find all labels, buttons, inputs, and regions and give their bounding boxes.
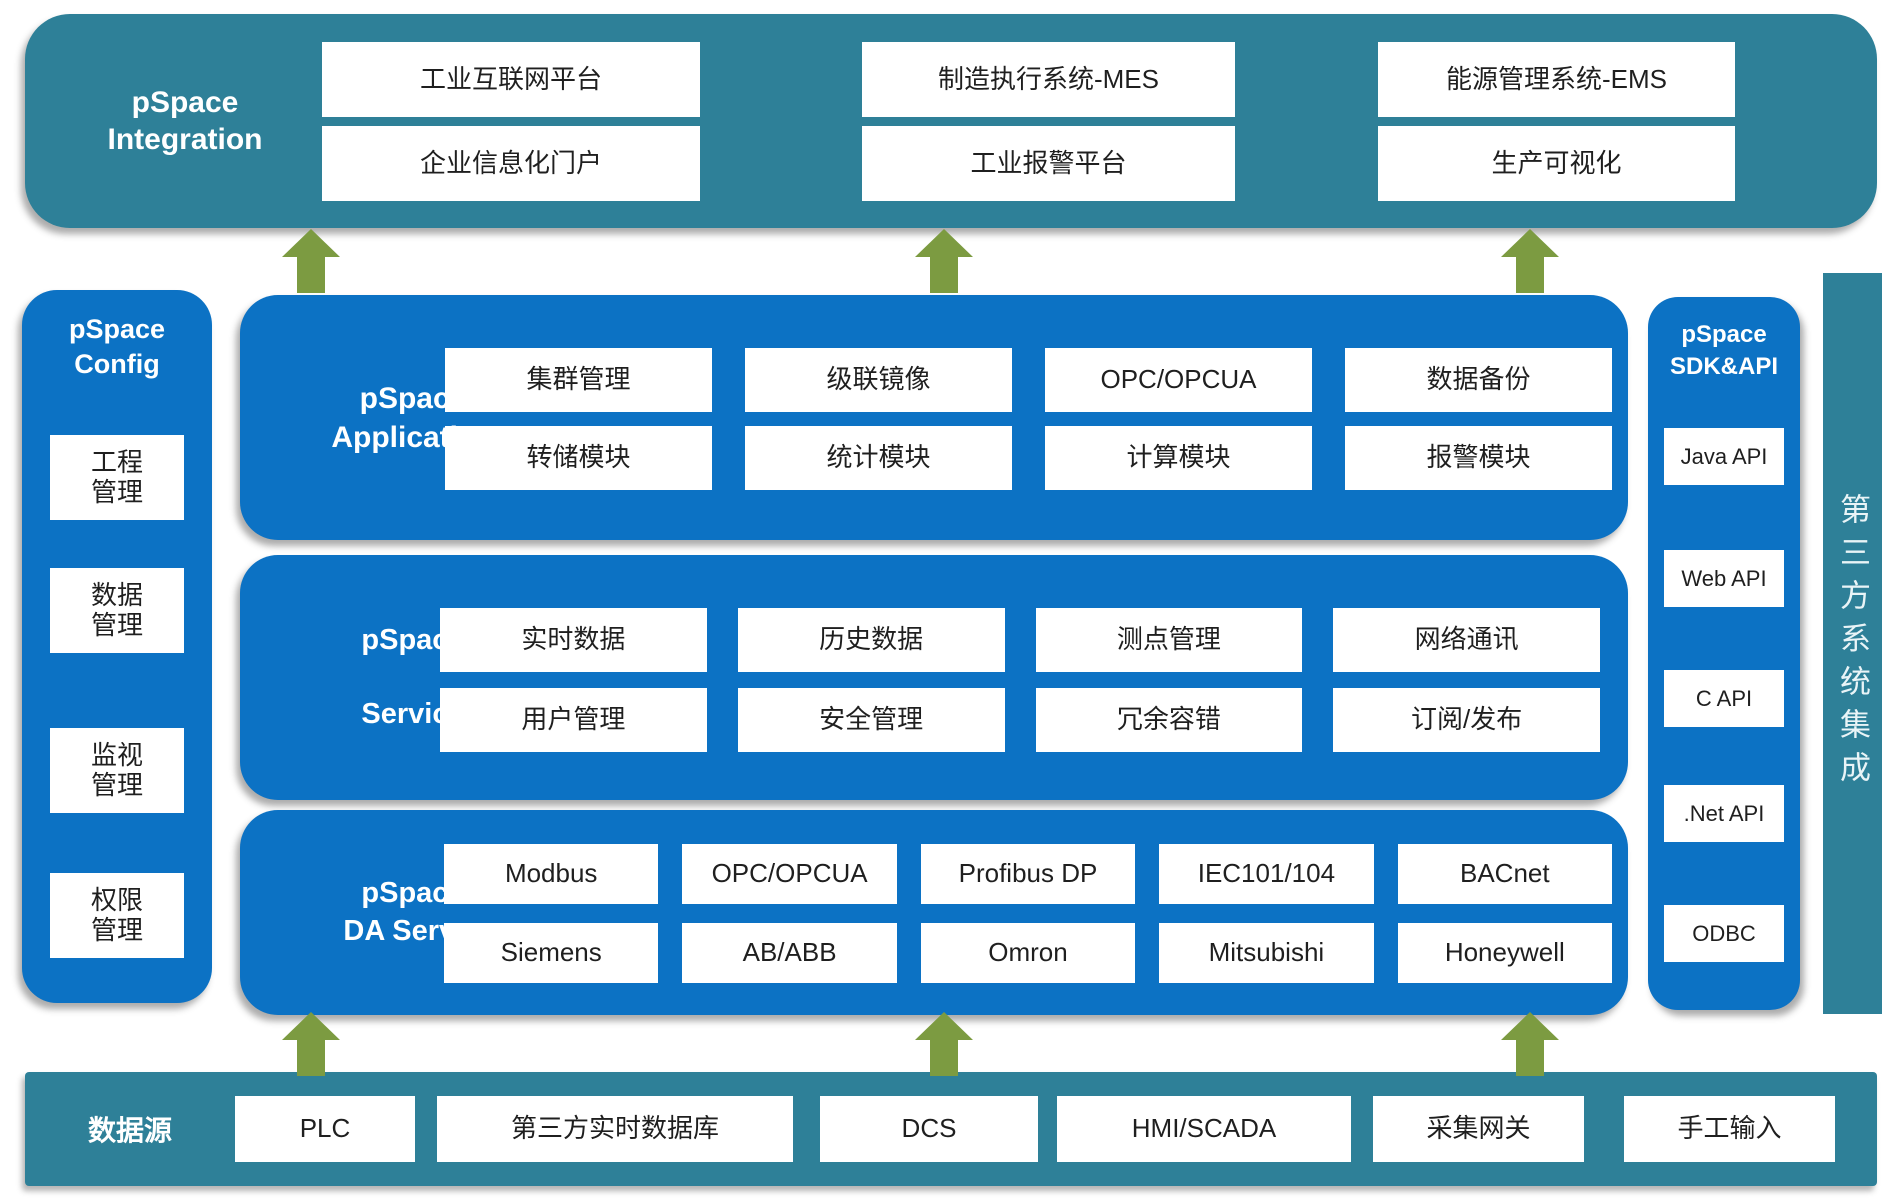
up-arrow-icon xyxy=(282,1012,340,1076)
da-box-bacnet: BACnet xyxy=(1397,844,1612,904)
up-arrow-icon xyxy=(915,1012,973,1076)
config-box-data-management: 数据 管理 xyxy=(50,568,184,653)
third-party-integration-bar: 第三方系统集成 xyxy=(1823,273,1882,1014)
da-box-opc: OPC/OPCUA xyxy=(682,844,897,904)
service-box-redundancy: 冗余容错 xyxy=(1035,688,1303,752)
third-party-integration-label: 第三方系统集成 xyxy=(1835,493,1870,794)
service-box-pub-sub: 订阅/发布 xyxy=(1333,688,1600,752)
config-section: pSpace Config 工程 管理 数据 管理 监视 管理 权限 管理 xyxy=(22,290,212,1003)
application-box-dump-module: 转储模块 xyxy=(445,426,712,490)
config-box-permission-management: 权限 管理 xyxy=(50,873,184,958)
da-box-modbus: Modbus xyxy=(444,844,659,904)
sdk-box-c-api: C API xyxy=(1664,670,1784,727)
service-box-security-management: 安全管理 xyxy=(737,688,1005,752)
sdk-box-odbc: ODBC xyxy=(1664,905,1784,962)
application-box-calc-module: 计算模块 xyxy=(1045,426,1312,490)
sdk-api-title: pSpace SDK&API xyxy=(1669,321,1778,381)
integration-box-alarm-platform: 工业报警平台 xyxy=(862,126,1235,201)
application-box-backup: 数据备份 xyxy=(1345,348,1612,412)
integration-box-enterprise-portal: 企业信息化门户 xyxy=(322,126,700,201)
service-box-user-management: 用户管理 xyxy=(440,688,707,752)
service-box-tag-management: 测点管理 xyxy=(1035,608,1303,672)
da-box-siemens: Siemens xyxy=(444,923,659,983)
integration-group-2: 制造执行系统-MES 工业报警平台 xyxy=(862,42,1235,210)
datasource-box-third-party-rtdb: 第三方实时数据库 xyxy=(437,1096,793,1162)
datasource-box-gateway: 采集网关 xyxy=(1373,1096,1584,1162)
da-box-iec: IEC101/104 xyxy=(1159,844,1374,904)
da-server-section: pSpace DA Server Modbus OPC/OPCUA Profib… xyxy=(240,810,1628,1015)
da-box-profibus: Profibus DP xyxy=(920,844,1136,904)
application-grid: 集群管理 级联镜像 OPC/OPCUA 数据备份 转储模块 统计模块 计算模块 … xyxy=(445,348,1612,490)
service-box-realtime-data: 实时数据 xyxy=(440,608,707,672)
integration-section: pSpace Integration 工业互联网平台 企业信息化门户 制造执行系… xyxy=(25,14,1877,228)
datasource-section: 数据源 PLC 第三方实时数据库 DCS HMI/SCADA 采集网关 手工输入 xyxy=(25,1072,1877,1186)
da-server-grid: Modbus OPC/OPCUA Profibus DP IEC101/104 … xyxy=(444,844,1612,983)
integration-box-industrial-internet: 工业互联网平台 xyxy=(322,42,700,117)
sdk-box-net-api: .Net API xyxy=(1664,785,1784,842)
application-box-cluster: 集群管理 xyxy=(445,348,712,412)
da-box-omron: Omron xyxy=(920,923,1136,983)
config-box-project-management: 工程 管理 xyxy=(50,435,184,520)
da-box-ab-abb: AB/ABB xyxy=(682,923,897,983)
application-box-statistics-module: 统计模块 xyxy=(745,426,1012,490)
da-server-title: pSpace DA Server xyxy=(343,876,483,947)
da-box-honeywell: Honeywell xyxy=(1397,923,1612,983)
config-title: pSpace Config xyxy=(68,314,166,380)
datasource-box-dcs: DCS xyxy=(820,1096,1038,1162)
datasource-box-manual-input: 手工输入 xyxy=(1624,1096,1835,1162)
service-section: pSpace Service 实时数据 历史数据 测点管理 网络通讯 用户管理 … xyxy=(240,555,1628,800)
config-box-monitor-management: 监视 管理 xyxy=(50,728,184,813)
datasource-box-hmi-scada: HMI/SCADA xyxy=(1057,1096,1351,1162)
da-box-mitsubishi: Mitsubishi xyxy=(1159,923,1374,983)
sdk-api-section: pSpace SDK&API Java API Web API C API .N… xyxy=(1648,297,1800,1010)
integration-group-1: 工业互联网平台 企业信息化门户 xyxy=(322,42,700,210)
up-arrow-icon xyxy=(1501,1012,1559,1076)
integration-box-production-visualization: 生产可视化 xyxy=(1378,126,1735,201)
integration-title: pSpace Integration xyxy=(107,85,263,157)
sdk-box-java-api: Java API xyxy=(1664,428,1784,485)
datasource-title: 数据源 xyxy=(87,1115,172,1146)
up-arrow-icon xyxy=(915,229,973,293)
application-box-alarm-module: 报警模块 xyxy=(1345,426,1612,490)
service-box-network-comm: 网络通讯 xyxy=(1333,608,1600,672)
service-grid: 实时数据 历史数据 测点管理 网络通讯 用户管理 安全管理 冗余容错 订阅/发布 xyxy=(440,608,1600,752)
datasource-box-plc: PLC xyxy=(235,1096,415,1162)
up-arrow-icon xyxy=(1501,229,1559,293)
integration-box-ems: 能源管理系统-EMS xyxy=(1378,42,1735,117)
application-box-cascade-mirror: 级联镜像 xyxy=(745,348,1012,412)
sdk-box-web-api: Web API xyxy=(1664,550,1784,607)
application-box-opc: OPC/OPCUA xyxy=(1045,348,1312,412)
up-arrow-icon xyxy=(282,229,340,293)
integration-group-3: 能源管理系统-EMS 生产可视化 xyxy=(1378,42,1735,210)
integration-box-mes: 制造执行系统-MES xyxy=(862,42,1235,117)
service-box-history-data: 历史数据 xyxy=(737,608,1005,672)
application-section: pSpace Application 集群管理 级联镜像 OPC/OPCUA 数… xyxy=(240,295,1628,540)
